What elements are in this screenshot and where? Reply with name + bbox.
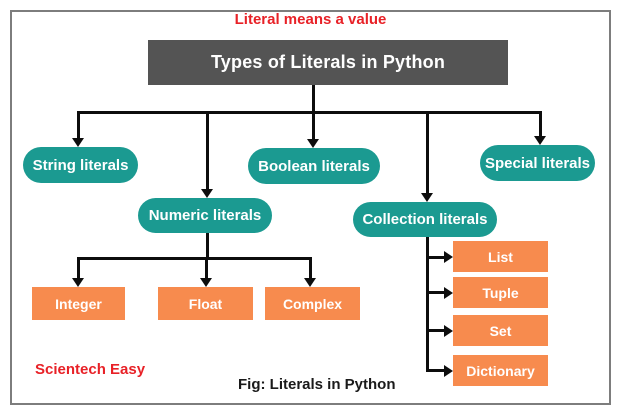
arrowhead-right-tuple-icon xyxy=(444,286,453,299)
node-collection-literals: Collection literals xyxy=(353,202,497,237)
connector-branch-integer xyxy=(76,257,80,278)
connector-branch-string xyxy=(76,111,80,138)
figure-caption: Fig: Literals in Python xyxy=(238,376,396,393)
connector-root-stem xyxy=(311,85,315,112)
node-tuple: Tuple xyxy=(453,277,548,308)
node-numeric-literals: Numeric literals xyxy=(138,198,272,233)
arrowhead-down-float-icon xyxy=(200,278,212,287)
arrowhead-down-complex-icon xyxy=(304,278,316,287)
node-integer: Integer xyxy=(32,287,125,320)
connector-branch-numeric xyxy=(205,111,209,189)
connector-branch-float xyxy=(204,257,208,278)
arrowhead-down-integer-icon xyxy=(72,278,84,287)
arrowhead-down-collection-icon xyxy=(421,193,433,202)
node-list: List xyxy=(453,241,548,272)
connector-branch-boolean xyxy=(311,111,315,139)
node-special-literals: Special literals xyxy=(480,145,595,181)
root-node-types-of-literals: Types of Literals in Python xyxy=(148,40,508,85)
connector-branch-collection xyxy=(425,111,429,193)
node-set: Set xyxy=(453,315,548,346)
connector-branch-set xyxy=(425,329,444,332)
connector-numeric-bus xyxy=(76,257,312,260)
arrowhead-right-set-icon xyxy=(444,324,453,337)
node-string-literals: String literals xyxy=(23,147,138,183)
connector-branch-complex xyxy=(308,257,312,278)
node-float: Float xyxy=(158,287,253,320)
connector-numeric-stem xyxy=(205,233,209,258)
connector-branch-special xyxy=(538,111,542,136)
arrowhead-right-list-icon xyxy=(444,251,453,263)
arrowhead-down-string-icon xyxy=(72,138,84,147)
connector-branch-dictionary xyxy=(425,369,444,372)
tagline-text: Literal means a value xyxy=(234,11,387,28)
connector-branch-list xyxy=(425,255,444,259)
node-complex: Complex xyxy=(265,287,360,320)
arrowhead-down-numeric-icon xyxy=(201,189,213,198)
brand-text: Scientech Easy xyxy=(35,361,146,378)
node-boolean-literals: Boolean literals xyxy=(248,148,380,184)
arrowhead-down-boolean-icon xyxy=(307,139,319,148)
node-dictionary: Dictionary xyxy=(453,355,548,386)
arrowhead-down-special-icon xyxy=(534,136,546,145)
connector-branch-tuple xyxy=(425,291,444,294)
connector-collection-stem xyxy=(425,237,429,372)
arrowhead-right-dictionary-icon xyxy=(444,364,453,377)
connector-level1-bus xyxy=(76,111,542,114)
